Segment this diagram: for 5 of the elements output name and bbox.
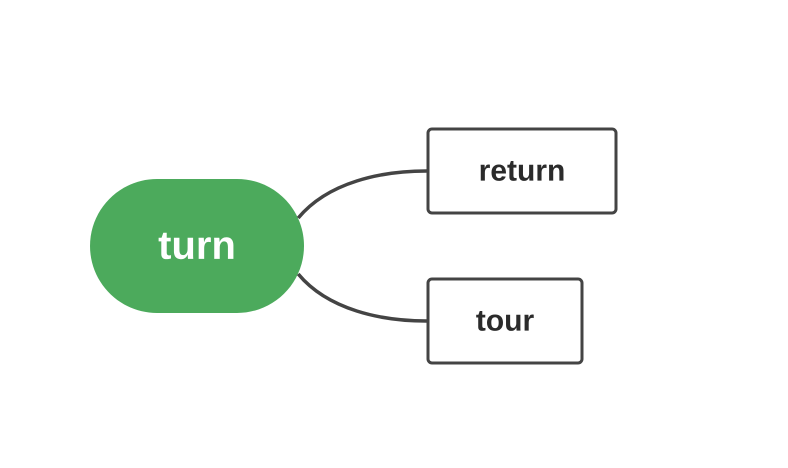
connector <box>296 169 427 220</box>
subtopic-box: return <box>426 128 618 214</box>
topic-pill: turn <box>90 179 304 313</box>
connector <box>296 272 427 323</box>
subtopic-box: tour <box>426 277 584 364</box>
